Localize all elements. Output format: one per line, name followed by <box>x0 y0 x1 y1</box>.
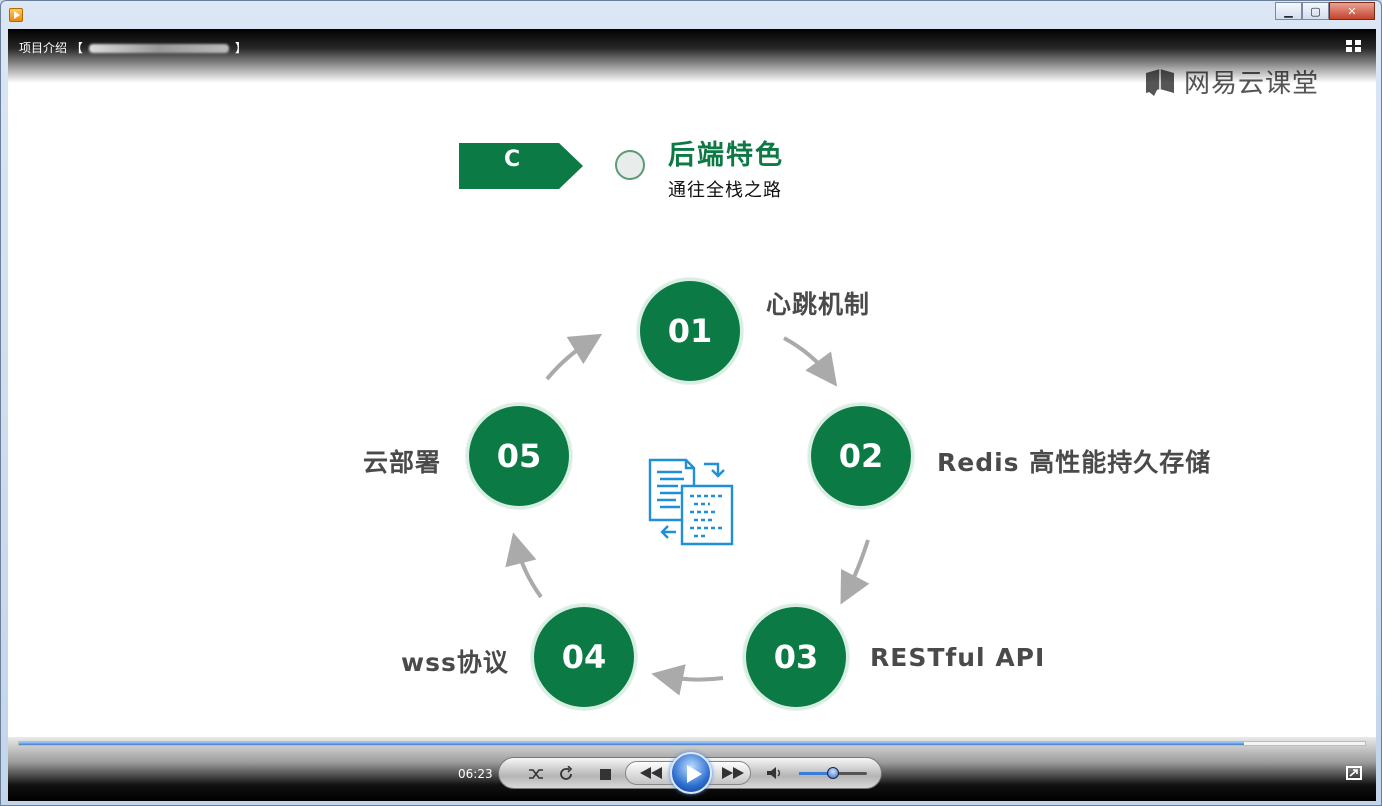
feature-label-02: Redis 高性能持久存储 <box>937 448 1212 477</box>
arrow-01-02 <box>783 336 838 387</box>
window-controls: ▁ ▢ ✕ <box>1275 2 1375 20</box>
repeat-icon <box>560 766 573 780</box>
speaker-icon <box>767 767 781 779</box>
video-title-end: 】 <box>234 41 247 55</box>
feature-node-01: 01 <box>637 278 743 384</box>
video-player: 网易云课堂 C 后端特色 通往全栈之路 01 <box>8 29 1376 801</box>
close-button[interactable]: ✕ <box>1329 2 1375 20</box>
fast-forward-button[interactable] <box>720 765 746 781</box>
slide-subtitle: 通往全栈之路 <box>668 180 782 201</box>
seek-bar[interactable] <box>18 741 1366 746</box>
feature-node-04: 04 <box>531 604 637 710</box>
video-title: 项目介绍 【 】 <box>19 39 247 56</box>
shuffle-button[interactable] <box>526 765 546 783</box>
fullscreen-button[interactable] <box>1346 766 1362 780</box>
section-bullet-dot <box>615 150 645 180</box>
shuffle-icon <box>529 769 543 779</box>
rewind-button[interactable] <box>638 765 664 781</box>
feature-label-03: RESTful API <box>870 643 1046 672</box>
volume-knob[interactable] <box>827 767 839 779</box>
current-time: 06:23 <box>458 767 493 781</box>
volume-fill <box>799 772 833 775</box>
video-title-text: 项目介绍 【 <box>19 41 83 55</box>
document-exchange-icon <box>648 458 734 546</box>
stop-icon <box>599 768 611 780</box>
cycle-arrows <box>505 333 870 696</box>
section-tag-shape <box>459 143 583 189</box>
playlist-toggle-icon[interactable] <box>1346 40 1362 52</box>
feature-label-01: 心跳机制 <box>766 290 871 319</box>
stop-button[interactable] <box>596 765 614 783</box>
rewind-icon <box>640 767 662 779</box>
section-tag-letter: C <box>504 147 521 172</box>
feature-node-02: 02 <box>808 403 914 509</box>
mute-button[interactable] <box>765 764 785 782</box>
title-bar[interactable]: ▁ ▢ ✕ <box>1 1 1381 29</box>
arrow-02-03 <box>840 539 870 605</box>
maximize-button[interactable]: ▢ <box>1302 2 1329 20</box>
video-frame[interactable]: 网易云课堂 C 后端特色 通往全栈之路 01 <box>8 29 1376 737</box>
player-control-bar: 06:23 <box>8 737 1376 801</box>
feature-node-03: 03 <box>743 604 849 710</box>
minimize-button[interactable]: ▁ <box>1275 2 1302 20</box>
blurred-title-segment <box>88 44 229 53</box>
arrow-04-05 <box>505 532 543 599</box>
feature-label-05: 云部署 <box>363 448 442 477</box>
fullscreen-icon <box>1349 769 1358 777</box>
feature-label-04: wss协议 <box>401 648 509 677</box>
arrow-03-04 <box>651 664 724 696</box>
arrow-05-01 <box>545 333 603 381</box>
feature-node-05: 05 <box>466 403 572 509</box>
video-top-overlay: 项目介绍 【 】 <box>8 29 1376 83</box>
player-app-icon <box>9 8 23 22</box>
play-button[interactable] <box>670 752 712 794</box>
slide-title: 后端特色 <box>668 140 784 171</box>
repeat-button[interactable] <box>556 765 576 783</box>
seek-bar-fill <box>19 742 1244 745</box>
fast-forward-icon <box>722 767 744 779</box>
